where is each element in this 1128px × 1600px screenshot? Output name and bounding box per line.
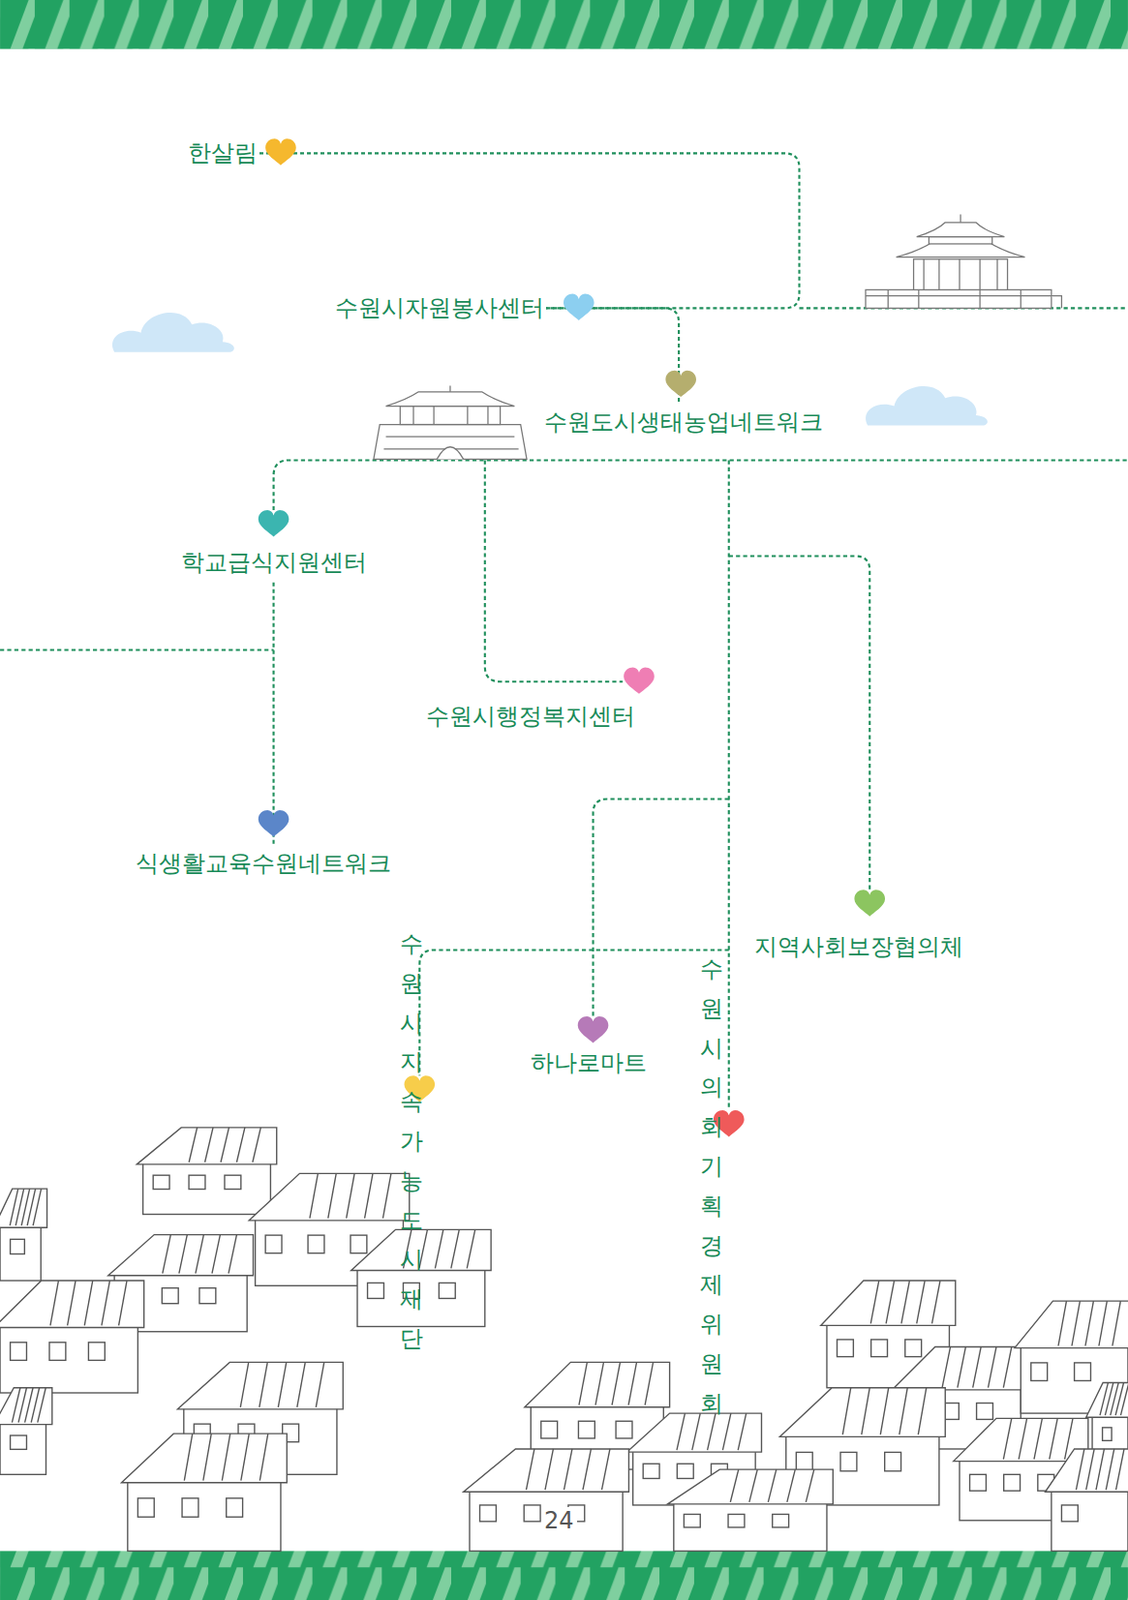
bottom-band <box>0 1551 1128 1600</box>
org-name: 수원시행정복지센터 <box>426 697 636 737</box>
page-number: 24 <box>541 1507 578 1535</box>
heart-icon <box>258 810 290 837</box>
heart-icon <box>623 667 655 694</box>
heart-icon <box>258 510 290 537</box>
org-name: 수원도시생태농업네트워크 <box>544 402 824 443</box>
org-label: 수원시의회 기획경제위원회 <box>700 949 724 1425</box>
org-label: 학교급식지원센터 <box>181 543 367 583</box>
org-label: 식생활교육수원네트워크 <box>135 844 392 885</box>
org-name: 수원시자원봉사센터 <box>335 288 545 329</box>
org-name: 한살림 <box>187 133 258 174</box>
dashed-connector <box>259 152 800 308</box>
heart-icon <box>578 1016 610 1043</box>
dashed-line <box>0 307 1128 1111</box>
dashed-connector <box>546 307 679 403</box>
heart-icon <box>665 370 697 397</box>
org-label: 수원시지속가능 도시재단 <box>399 924 424 1360</box>
org-label: 수원도시생태농업네트워크 <box>544 402 824 443</box>
org-name: 지역사회보장협의체 <box>754 927 964 968</box>
org-name: 하나로마트 <box>530 1043 647 1084</box>
dashed-connector <box>272 582 275 845</box>
palace <box>865 213 1062 308</box>
top-band <box>0 0 1128 50</box>
org-label: 하나로마트 <box>530 1043 647 1084</box>
org-name: 식생활교육수원네트워크 <box>135 844 392 885</box>
heart-icon <box>853 889 885 916</box>
org-label: 한살림 <box>187 133 258 174</box>
heart-icon <box>265 138 297 165</box>
org-name: 수원시지속가능 도시재단 <box>399 924 424 1360</box>
houses <box>0 1128 1128 1552</box>
org-label: 지역사회보장협의체 <box>754 927 964 968</box>
org-label: 수원시행정복지센터 <box>426 697 636 737</box>
heart-icon <box>563 294 595 321</box>
org-name: 학교급식지원센터 <box>181 543 367 583</box>
org-label: 수원시자원봉사센터 <box>335 288 545 329</box>
gate <box>373 385 527 459</box>
org-name: 수원시의회 기획경제위원회 <box>700 949 724 1425</box>
